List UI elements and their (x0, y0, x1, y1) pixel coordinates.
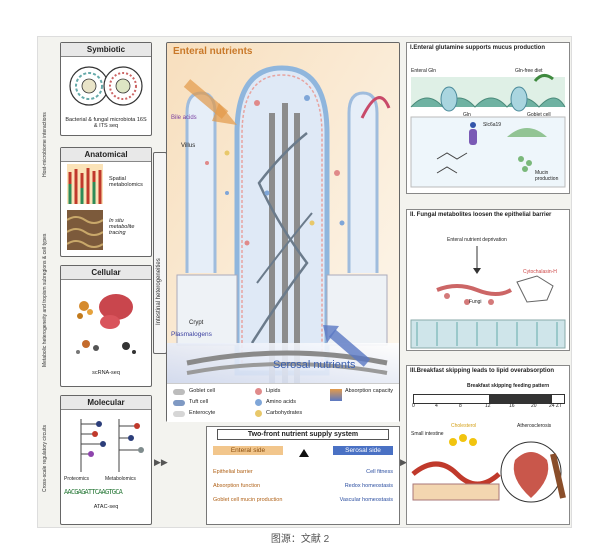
enteral-gln-label: Enteral Gln (411, 68, 437, 74)
symbiotic-title: Symbiotic (61, 43, 151, 57)
feeding-pattern-label: Breakfast skipping feeding pattern (467, 383, 550, 389)
serosal-item-2: Redox homeostasis (344, 483, 393, 489)
goblet-cell-label: Goblet cell (527, 112, 551, 118)
label-host-microbiome: Host-microbiome interactions (42, 112, 48, 177)
enteral-item-2: Absorption function (213, 483, 261, 489)
slc-label: Slc6a19 (483, 122, 502, 128)
panel-fungal: II. Fungal metabolites loosen the epithe… (406, 209, 570, 351)
panel2-title: II. Fungal metabolites loosen the epithe… (410, 212, 552, 218)
metabolite-tracing-label: In situ metabolite tracing (109, 218, 135, 236)
villus-label: Villus (181, 143, 196, 149)
arrow-left-to-center: ▶▶ (154, 457, 168, 467)
deprivation-label: Enteral nutrient deprivation (447, 237, 507, 243)
tuft-cell-icon (173, 400, 185, 406)
omics-lollipop-icon (80, 419, 144, 472)
tick-24: 24 ZT (549, 403, 563, 409)
cholesterol-label: Cholesterol (451, 423, 477, 429)
tick-4: 4 (435, 403, 438, 409)
metabolomics-label: Metabolomics (105, 476, 136, 482)
legend-lipids: Lipids (266, 388, 281, 394)
tick-0: 0 (412, 403, 415, 409)
carbohydrates-icon (255, 410, 262, 417)
panel-glutamine: I.Enteral glutamine supports mucus produ… (406, 42, 570, 194)
symbiotic-box: Symbiotic Bacterial & fungal microbiota … (60, 42, 152, 136)
atac-sequence: AACGAGATTCAAGTGCA (64, 488, 123, 496)
intestinal-heterogeneities-bar: Intestinal heterogeneities (153, 152, 167, 354)
goblet-cell-icon (173, 389, 185, 395)
tick-12: 12 (485, 403, 491, 409)
molecular-title: Molecular (61, 396, 151, 410)
anatomical-box: Anatomical Spatial metabolomics In situ … (60, 147, 152, 257)
panel1-title: I.Enteral glutamine supports mucus produ… (410, 45, 546, 51)
enteral-side-label: Enteral side (213, 446, 283, 455)
lipids-icon (255, 388, 262, 395)
legend-absorption: Absorption capacity (345, 388, 393, 394)
tick-8: 8 (459, 403, 462, 409)
legend-tuft: Tuft cell (189, 399, 209, 405)
mucin-label: Mucin production (535, 170, 559, 182)
villus-illustration (167, 43, 399, 421)
small-intestine-label: Small intestine (411, 431, 444, 437)
lipid-overabsorption-illustration (411, 434, 566, 503)
legend: Goblet cell Tuft cell Enterocyte Lipids … (167, 383, 399, 422)
two-front-box: Two-front nutrient supply system Enteral… (206, 426, 400, 525)
figure-caption: 图源：文献 2 (270, 534, 330, 545)
serosal-item-3: Vascular homeostasis (339, 497, 393, 503)
fungi-label: Fungi (469, 299, 482, 305)
atherosclerosis-label: Atherosclerosis (517, 423, 552, 429)
glutamine-illustration (410, 74, 566, 188)
feeding-window (489, 395, 552, 403)
plasmalogens-label: Plasmalogens (171, 331, 212, 338)
balance-triangle-icon (299, 449, 309, 457)
tick-16: 16 (509, 403, 515, 409)
cellular-box: Cellular scRNA-seq (60, 265, 152, 387)
absorption-capacity-icon (330, 389, 342, 401)
panel3-title: III.Breakfast skipping leads to lipid ov… (410, 368, 555, 374)
label-cross-scale: Cross-scale regulatory circuits (42, 425, 48, 492)
panel-breakfast: III.Breakfast skipping leads to lipid ov… (406, 365, 570, 525)
enteral-nutrients-label: Enteral nutrients (173, 46, 253, 57)
spatial-metabolomics-label: Spatial metabolomics (109, 176, 143, 188)
feeding-timeline (413, 394, 565, 404)
cytochalasin-label: Cytochalasin-H (523, 269, 557, 275)
amino-acids-icon (255, 399, 262, 406)
gln-label: Gln (463, 112, 471, 118)
fungal-illustration (410, 246, 566, 349)
villus-panel: Enteral nutrients Bile acids Villus Cryp… (166, 42, 400, 422)
serosal-nutrients-label: Serosal nutrients (273, 359, 356, 371)
intestinal-heterogeneities-label: Intestinal heterogeneities (156, 258, 162, 325)
legend-enterocyte: Enterocyte (189, 410, 216, 416)
serosal-item-1: Cell fitness (366, 469, 393, 475)
figure-panel: Host-microbiome interactions Metabolic h… (37, 36, 572, 528)
enteral-item-1: Epithelial barrier (213, 469, 253, 475)
anatomical-title: Anatomical (61, 148, 151, 162)
proteomics-label: Proteomics (64, 476, 90, 482)
gln-free-label: Gln-free diet (515, 68, 543, 74)
label-metabolic: Metabolic heterogeneity and tropism subr… (42, 233, 48, 367)
legend-amino: Amino acids (266, 399, 296, 405)
cellular-title: Cellular (61, 266, 151, 280)
metabolite-tracing-icon (67, 210, 103, 250)
crypt-label: Crypt (189, 320, 204, 326)
legend-goblet: Goblet cell (189, 388, 215, 394)
enteral-item-3: Goblet cell mucin production (213, 497, 283, 503)
atac-label: ATAC-seq (93, 504, 119, 510)
enterocyte-icon (173, 411, 185, 417)
microbiota-rings-icon (69, 66, 143, 106)
legend-carbs: Carbohydrates (266, 410, 303, 416)
cell-clusters-icon (76, 294, 136, 354)
symbiotic-caption: Bacterial & fungal microbiota 16S & ITS … (65, 117, 147, 129)
two-front-title: Two-front nutrient supply system (217, 429, 389, 440)
spatial-metabolomics-icon (67, 164, 103, 204)
serosal-side-label: Serosal side (333, 446, 393, 455)
tick-20: 20 (531, 403, 537, 409)
molecular-box: Molecular Proteomics Metabolomics AACGAG… (60, 395, 152, 525)
cellular-caption: scRNA-seq (92, 370, 120, 376)
bile-acids-label: Bile acids (171, 115, 197, 121)
